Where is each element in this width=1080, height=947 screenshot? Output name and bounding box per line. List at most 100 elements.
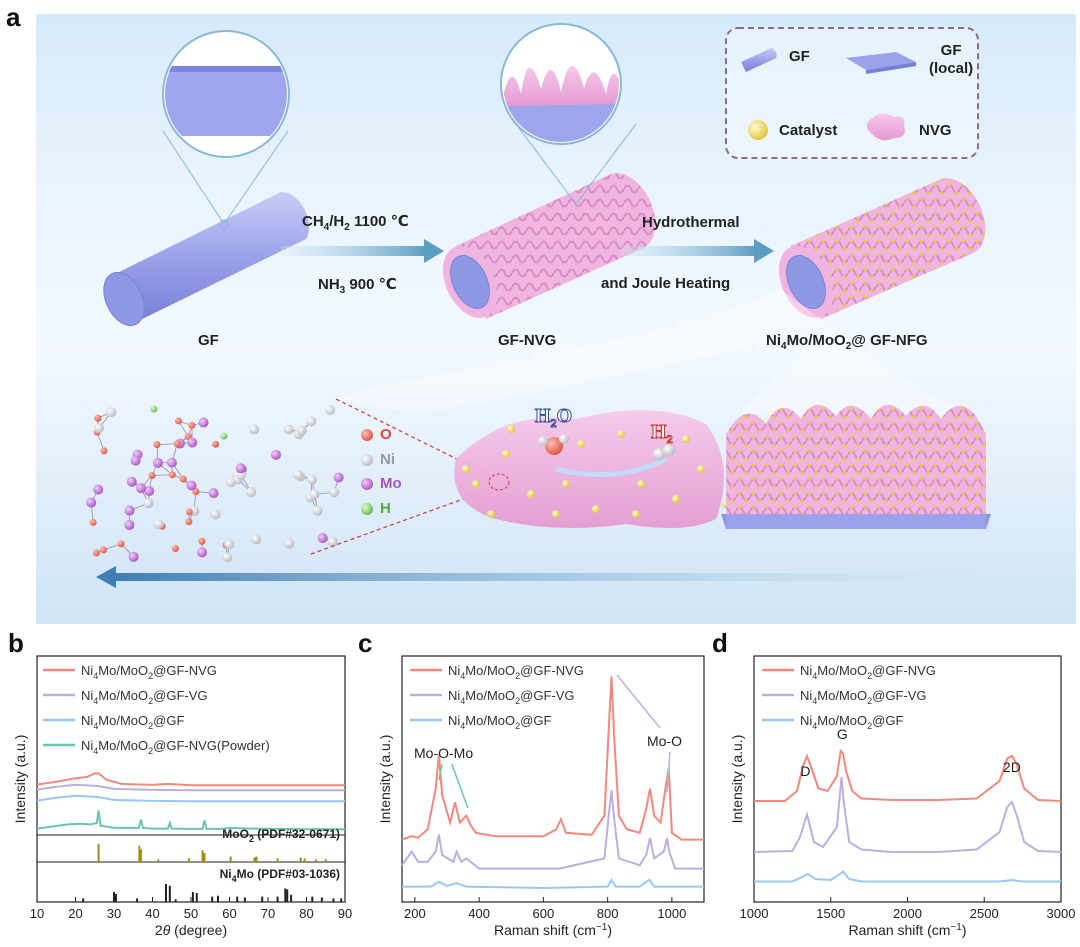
legend-label: Ni4Mo/MoO2@GF-VG (800, 688, 927, 706)
x-tick-label: 2000 (893, 906, 922, 921)
legend-gf-icon (741, 48, 777, 72)
x-tick-label: 200 (404, 906, 426, 921)
gf-rod (103, 130, 309, 326)
x-tick-label: 1500 (816, 906, 845, 921)
step1-bottom-label: NH3 900 ℃ (318, 276, 397, 296)
legend-label-catalyst: Catalyst (779, 122, 838, 139)
gf-zoom-circle (162, 30, 290, 158)
stage-label-gf: GF (198, 332, 219, 349)
legend-label-nvg: NVG (919, 122, 952, 139)
chart-xrd: Ni4Mo/MoO2@GF-NVG Ni4Mo/MoO2@GF-VG Ni4Mo/M… (12, 655, 352, 938)
zoom-line-top (335, 398, 492, 477)
annotation-d-band: D (800, 763, 810, 779)
step2-bottom-label: and Joule Heating (601, 275, 731, 292)
legend-label: Ni4Mo/MoO2@GF (800, 713, 903, 731)
panel-label-b: b (8, 628, 24, 658)
x-tick-label: 80 (299, 906, 313, 921)
x-axis-label: Raman shift (cm−1) (849, 922, 967, 938)
chart-raman-carbon: Ni4Mo/MoO2@GF-NVG Ni4Mo/MoO2@GF-VG Ni4Mo/M… (729, 655, 1076, 938)
atom-mo-icon (361, 478, 373, 490)
x-tick-label: 20 (68, 906, 82, 921)
x-tick-label: 800 (597, 906, 619, 921)
reference-label: Ni4Mo (PDF#03-1036) (220, 867, 340, 884)
chart-raman-mo: Ni4Mo/MoO2@GF-NVG Ni4Mo/MoO2@GF-VG Ni4Mo/M… (377, 655, 705, 938)
x-tick-label: 70 (261, 906, 275, 921)
step1-arrow (281, 239, 444, 263)
legend-label: Ni4Mo/MoO2@GF-NVG (448, 663, 584, 681)
annotation-mo-o: Mo-O (647, 733, 682, 749)
atom-label-h: H (380, 500, 391, 517)
legend-label: Ni4Mo/MoO2@GF-NVG (800, 663, 936, 681)
x-tick-label: 400 (468, 906, 490, 921)
annotation-2d-band: 2D (1003, 759, 1021, 775)
y-axis-label: Intensity (a.u.) (12, 735, 28, 824)
legend-label: Ni4Mo/MoO2@GF (448, 713, 551, 731)
plot-frame (36, 655, 346, 903)
x-tick-label: 60 (222, 906, 236, 921)
series-line (36, 772, 345, 787)
series-line (754, 748, 1062, 802)
legend-nvg-icon (866, 113, 905, 141)
gf-nvg-rod (442, 123, 656, 319)
zoom-beam (336, 289, 826, 414)
h2o-molecule (538, 434, 569, 455)
h2o-label: H2O (535, 405, 573, 431)
zoom-line-bottom (310, 488, 492, 555)
x-tick-label: 90 (338, 906, 352, 921)
x-tick-label: 30 (107, 906, 121, 921)
atom-ni-icon (361, 454, 373, 466)
x-tick-label: 3000 (1047, 906, 1076, 921)
panel-label-c: c (358, 628, 373, 658)
legend-label: Ni4Mo/MoO2@GF-NVG(Powder) (81, 738, 270, 756)
series-line (754, 870, 1061, 883)
atom-o-icon (361, 429, 373, 441)
stage-label-gf-nvg: GF-NVG (498, 332, 557, 349)
annotation-mo-o-mo: Mo-O-Mo (414, 745, 473, 761)
stage-label-final: Ni4Mo/MoO2@ GF-NFG (766, 332, 928, 352)
x-axis-label: Raman shift (cm−1) (494, 922, 612, 938)
x-tick-label: 40 (145, 906, 159, 921)
x-tick-label: 600 (533, 906, 555, 921)
legend-label: Ni4Mo/MoO2@GF-NVG (81, 663, 217, 681)
legend-box (725, 27, 979, 159)
step2-arrow (621, 239, 774, 263)
legend-label: Ni4Mo/MoO2@GF (81, 713, 184, 731)
x-tick-label: 1000 (740, 906, 769, 921)
nvg-zoom-circle (500, 23, 622, 145)
annotation-g-band: G (837, 726, 848, 742)
step2-top-label: Hydrothermal (642, 214, 740, 231)
series-line (36, 810, 345, 831)
legend-label: Ni4Mo/MoO2@GF-VG (448, 688, 575, 706)
return-arrow (96, 566, 974, 588)
x-tick-label: 50 (184, 906, 198, 921)
series-line (36, 783, 345, 792)
nfg-plate (721, 404, 991, 529)
x-axis-label: 2θ (degree) (155, 922, 227, 938)
series-line (36, 794, 345, 803)
atom-label-o: O (380, 426, 392, 443)
y-axis-label: Intensity (a.u.) (729, 735, 745, 824)
legend-label: Ni4Mo/MoO2@GF-VG (81, 688, 208, 706)
legend-label-gf: GF (789, 48, 810, 65)
h2-molecule (653, 444, 675, 460)
h2-label: H2 (651, 421, 674, 447)
series-line (402, 877, 704, 890)
zoom-beam-right (736, 324, 986, 414)
atom-label-ni: Ni (380, 451, 395, 468)
atom-label-mo: Mo (380, 475, 402, 492)
x-tick-label: 1000 (657, 906, 686, 921)
final-rod (778, 178, 986, 319)
y-axis-label: Intensity (a.u.) (377, 735, 393, 824)
series-line (401, 790, 704, 870)
schematic-panel: CH4/H2 1100 ℃ NH3 900 ℃ Hydrothermal and… (36, 14, 1076, 624)
plot-frame (753, 655, 1062, 903)
nvg-sheet (454, 410, 724, 528)
atom-h-icon (361, 503, 373, 515)
series-line (753, 776, 1062, 853)
panel-label-a: a (6, 2, 21, 32)
panel-label-d: d (712, 628, 728, 658)
x-tick-label: 10 (30, 906, 44, 921)
legend-gf-local-icon (846, 52, 916, 74)
series-line (401, 676, 704, 841)
schematic-illustration (86, 23, 991, 588)
